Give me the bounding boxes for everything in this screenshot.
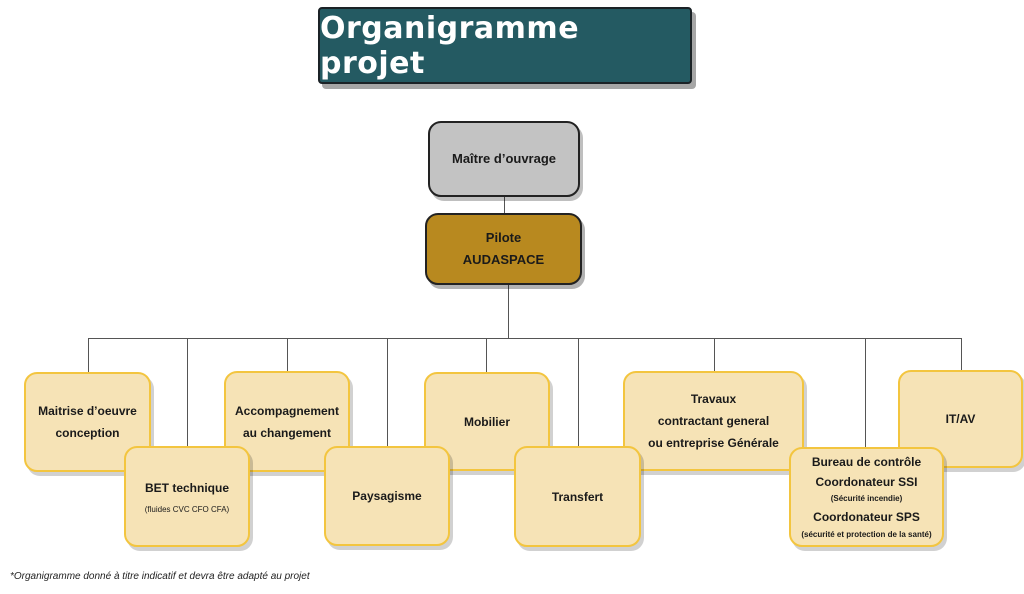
node-bureau-line3: Coordonateur SPS xyxy=(813,510,920,524)
node-accompagnement-line2: au changement xyxy=(242,425,332,440)
node-transfert-label: Transfert xyxy=(551,489,604,504)
node-bet-technique: BET technique (fluides CVC CFO CFA) xyxy=(124,446,250,547)
connector-accompagnement xyxy=(287,338,288,372)
connector-travaux xyxy=(714,338,715,372)
node-bet-note: (fluides CVC CFO CFA) xyxy=(144,504,230,514)
node-bet-line1: BET technique xyxy=(144,480,229,495)
connector-owner-pilot xyxy=(504,195,505,215)
node-bureau-note1: (Sécurité incendie) xyxy=(830,494,903,503)
node-accompagnement-line1: Accompagnement xyxy=(234,403,340,418)
connector-maitrise xyxy=(88,338,89,374)
footnote: *Organigramme donné à titre indicatif et… xyxy=(10,571,310,582)
node-bureau-line2: Coordonateur SSI xyxy=(815,475,918,489)
node-pilote-line2: AUDASPACE xyxy=(462,252,545,267)
node-pilote: Pilote AUDASPACE xyxy=(425,213,582,285)
node-paysagisme: Paysagisme xyxy=(324,446,450,546)
connector-bureau xyxy=(865,338,866,448)
node-bureau-controle: Bureau de contrôle Coordonateur SSI (Séc… xyxy=(789,447,944,547)
node-travaux-line3: ou entreprise Générale xyxy=(648,436,779,450)
connector-pilot-bus xyxy=(508,284,509,338)
node-paysagisme-label: Paysagisme xyxy=(352,489,422,503)
connector-mobilier xyxy=(486,338,487,373)
connector-itav xyxy=(961,338,962,371)
node-mobilier-label: Mobilier xyxy=(463,414,510,429)
node-bureau-note2: (sécurité et protection de la santé) xyxy=(801,530,932,539)
connector-transfert xyxy=(578,338,579,447)
node-maitre-ouvrage: Maître d’ouvrage xyxy=(428,121,580,197)
title-banner: Organigramme projet xyxy=(318,7,692,84)
connector-bus xyxy=(88,338,962,339)
node-travaux-line1: Travaux xyxy=(690,392,737,406)
connector-paysagisme xyxy=(387,338,388,447)
node-maitre-ouvrage-label: Maître d’ouvrage xyxy=(451,151,557,166)
node-maitrise-line1: Maitrise d’oeuvre xyxy=(38,404,137,418)
node-travaux: Travaux contractant general ou entrepris… xyxy=(623,371,804,471)
node-pilote-line1: Pilote xyxy=(485,230,522,245)
page-title: Organigramme projet xyxy=(320,10,580,81)
node-maitrise-line2: conception xyxy=(55,426,120,440)
node-maitrise-oeuvre: Maitrise d’oeuvre conception xyxy=(24,372,151,472)
node-it-av: IT/AV xyxy=(898,370,1023,468)
connector-bet xyxy=(187,338,188,447)
node-itav-label: IT/AV xyxy=(945,412,976,426)
node-bureau-line1: Bureau de contrôle xyxy=(811,455,922,469)
node-travaux-line2: contractant general xyxy=(657,414,770,428)
node-transfert: Transfert xyxy=(514,446,641,547)
